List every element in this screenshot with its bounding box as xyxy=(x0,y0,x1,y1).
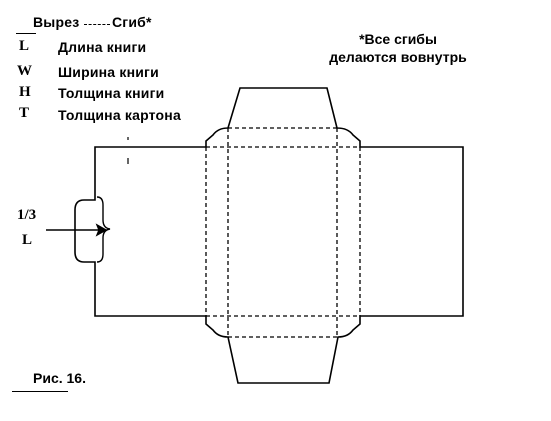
figure-caption: Рис. 16. xyxy=(33,370,86,386)
legend-key-length: L xyxy=(19,38,30,54)
folds-note-line1: *Все сгибы xyxy=(359,31,437,47)
ratio-arrow-head xyxy=(95,223,108,237)
legend-key-height: H xyxy=(19,84,31,100)
legend-underline xyxy=(16,33,36,34)
ratio-fraction: 1/3 xyxy=(17,207,37,223)
legend-fold-label: Сгиб* xyxy=(112,14,152,30)
legend-text-width: Ширина книги xyxy=(58,64,159,80)
legend-text-thickness: Толщина картона xyxy=(58,107,181,123)
curly-brace xyxy=(96,196,111,263)
ratio-letter: L xyxy=(22,232,33,248)
legend-cut-label: Вырез xyxy=(33,14,80,30)
legend-text-length: Длина книги xyxy=(58,39,147,55)
folds-note: *Все сгибы делаются вовнутрь xyxy=(308,30,488,66)
legend-text-height: Толщина книги xyxy=(58,85,165,101)
folds-note-line2: делаются вовнутрь xyxy=(329,49,467,65)
caption-underline xyxy=(12,391,68,392)
legend-key-width: W xyxy=(17,63,32,79)
legend-key-thickness: T xyxy=(19,105,30,121)
legend-fold-dash-sample xyxy=(84,24,110,25)
net-outline xyxy=(74,87,464,384)
